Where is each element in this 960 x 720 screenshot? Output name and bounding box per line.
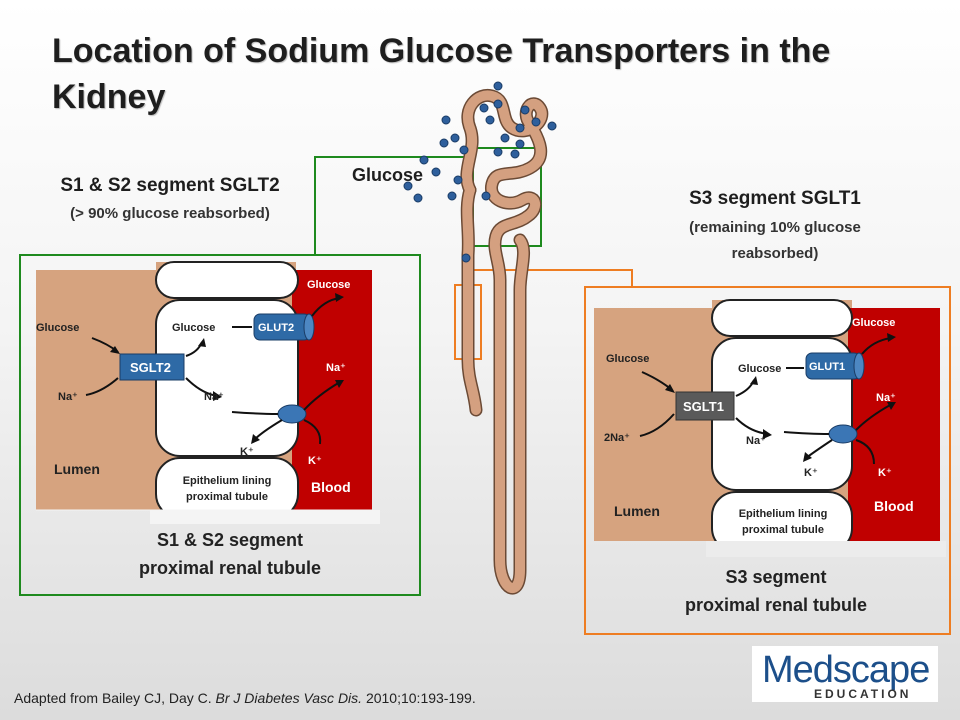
right-subheading-1: (remaining 10% glucose	[689, 219, 861, 236]
left-cell-na: Na⁺	[204, 391, 224, 403]
left-upper-cell	[155, 261, 299, 299]
glucose-molecules	[403, 81, 557, 263]
left-lumen-label: Lumen	[54, 461, 100, 477]
left-blood-na: Na⁺	[326, 362, 346, 374]
right-caption-1: S3 segment	[725, 567, 827, 587]
left-blood-glucose: Glucose	[307, 279, 350, 291]
left-connector-line	[314, 156, 473, 255]
left-bottom-mask	[150, 510, 380, 524]
left-lumen-area	[36, 270, 156, 510]
right-blood-k: K⁺	[878, 467, 892, 479]
left-epithelium-label: Epithelium lining proximal tubule	[182, 475, 272, 503]
left-lumen-glucose: Glucose	[36, 322, 79, 334]
right-lumen-glucose: Glucose	[606, 353, 649, 365]
right-heading: S3 segment SGLT1	[689, 188, 861, 209]
right-cell-na: Na⁺	[746, 435, 766, 447]
medscape-tagline: EDUCATION	[814, 687, 911, 701]
medscape-logo-art: Medscape EDUCATION	[762, 649, 930, 701]
citation: Adapted from Bailey CJ, Day C. Br J Diab…	[14, 690, 476, 706]
left-cell-k: K⁺	[240, 446, 254, 458]
right-upper-cell	[711, 299, 853, 337]
right-lumen-na: 2Na⁺	[604, 432, 630, 444]
right-cell-glucose: Glucose	[738, 363, 781, 375]
citation-authors: Adapted from Bailey CJ, Day C.	[14, 690, 212, 706]
right-blood-label: Blood	[874, 498, 914, 514]
right-blood-glucose: Glucose	[852, 317, 895, 329]
glut2-label: GLUT2	[258, 322, 294, 334]
right-bottom-mask	[706, 541, 946, 557]
medscape-wordmark: Medscape	[762, 649, 929, 691]
sglt1-label: SGLT1	[683, 399, 724, 414]
citation-volume: 2010;10:193-199.	[365, 690, 476, 706]
left-blood-label: Blood	[311, 479, 351, 495]
sglt2-transporter	[119, 353, 185, 381]
left-subheading: (> 90% glucose reabsorbed)	[70, 205, 270, 222]
sglt2-label: SGLT2	[130, 360, 171, 375]
right-lumen-area	[594, 308, 712, 541]
sglt1-transporter	[675, 391, 735, 421]
right-lumen-label: Lumen	[614, 503, 660, 519]
left-cell-diagram	[36, 261, 380, 524]
left-panel-frame	[19, 254, 421, 596]
left-lumen-na: Na⁺	[58, 391, 78, 403]
right-subheading-2: reabsorbed)	[731, 245, 819, 262]
medscape-logo: Medscape EDUCATION	[752, 646, 938, 702]
citation-journal: Br J Diabetes Vasc Dis.	[215, 690, 363, 706]
right-cell-diagram	[594, 299, 946, 557]
page-title: Location of Sodium Glucose Transporters …	[52, 32, 831, 116]
left-blood-k: K⁺	[308, 455, 322, 467]
right-epithelium-label: Epithelium lining proximal tubule	[738, 508, 828, 536]
left-caption-2: proximal renal tubule	[138, 558, 322, 578]
right-caption-2: proximal renal tubule	[684, 595, 868, 615]
left-heading: S1 & S2 segment SGLT2	[60, 175, 280, 196]
left-caption-1: S1 & S2 segment	[156, 530, 304, 550]
right-cell-k: K⁺	[804, 467, 818, 479]
left-na-k-pump	[277, 404, 307, 424]
left-cell-glucose: Glucose	[172, 322, 215, 334]
right-blood-na: Na⁺	[876, 392, 896, 404]
right-panel-frame	[584, 286, 951, 635]
left-blood-area	[292, 270, 372, 510]
glut1-label: GLUT1	[809, 361, 845, 373]
right-na-k-pump	[828, 424, 858, 444]
nephron-tubule	[460, 88, 549, 595]
glucose-filtrate-label: Glucose	[352, 165, 424, 185]
